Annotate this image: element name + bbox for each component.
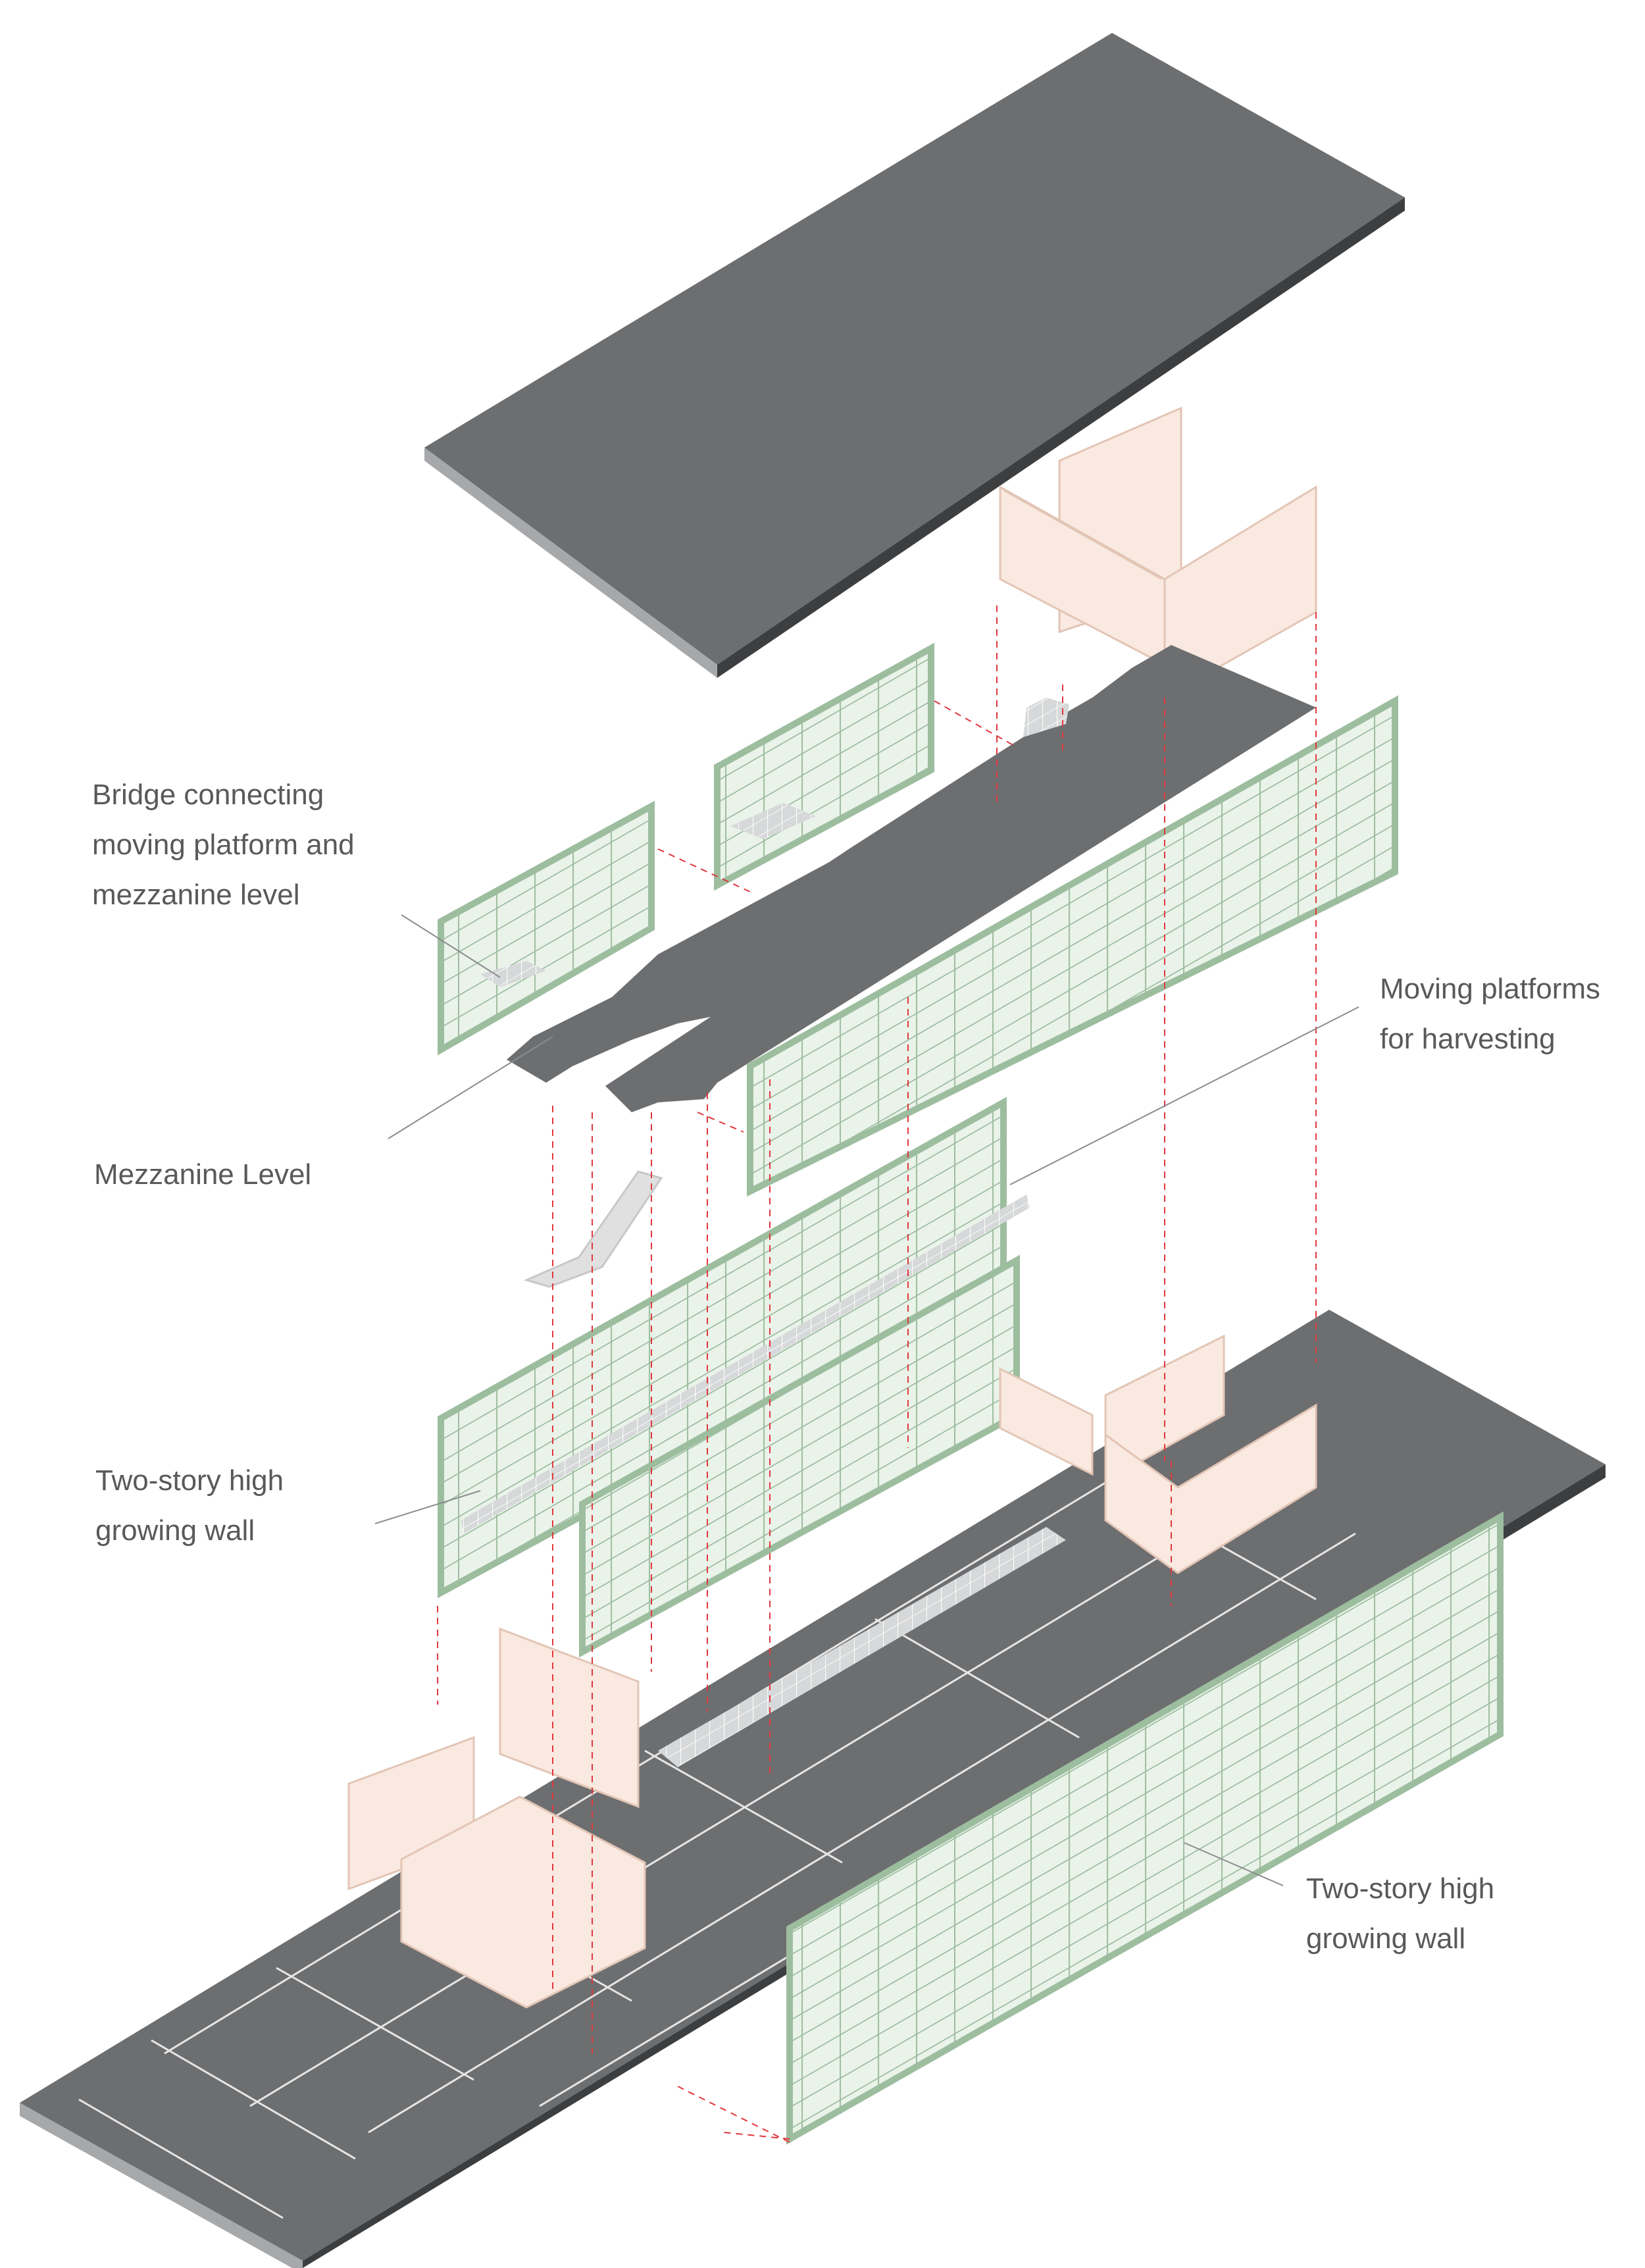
- upper-room-walls: [999, 406, 1317, 700]
- stair: [523, 1170, 663, 1288]
- upper-growing-walls: [438, 642, 1398, 1197]
- alignment-guides: [437, 606, 1317, 2143]
- roof-slab: [424, 33, 1405, 678]
- lower-growing-wall: [786, 1511, 1504, 2145]
- mezzanine-level-label: Mezzanine Level: [94, 1158, 312, 1191]
- growing-wall-label-left: Two-story high growing wall: [95, 1464, 284, 1547]
- leader-lines: [374, 914, 1359, 1886]
- growing-wall-label-right: Two-story high growing wall: [1306, 1872, 1495, 1955]
- bridge-label: Bridge connecting moving platform and me…: [92, 779, 355, 911]
- moving-platforms-label: Moving platforms for harvesting: [1380, 973, 1601, 1055]
- ground-room-walls: [347, 1334, 1317, 2009]
- mezzanine-slab: [507, 645, 1316, 1112]
